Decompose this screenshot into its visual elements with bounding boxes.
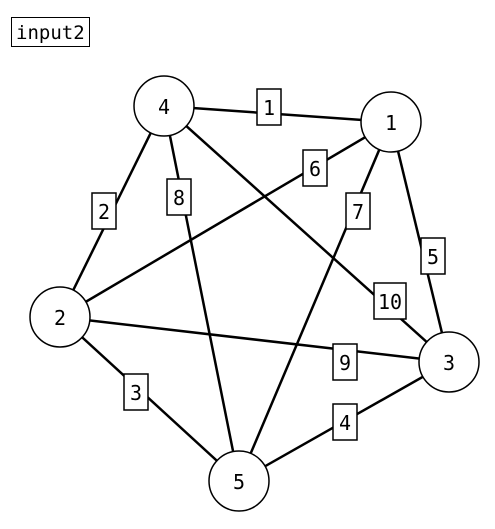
node-circle bbox=[208, 450, 270, 512]
node-2: 2 bbox=[29, 286, 91, 348]
edge-weight: 8 bbox=[166, 178, 192, 216]
node-circle bbox=[133, 75, 195, 137]
node-label: 5 bbox=[233, 470, 245, 494]
edge-weight-box bbox=[332, 403, 358, 441]
edge-n2-n3 bbox=[59, 315, 450, 364]
node-circle bbox=[29, 286, 91, 348]
node-label: 3 bbox=[443, 351, 455, 375]
edge-weight-label: 4 bbox=[339, 411, 351, 435]
edge-weight: 10 bbox=[373, 282, 407, 320]
edge-weight-label: 10 bbox=[378, 290, 402, 314]
weights-layer: 1 2 3 4 5 6 7 8 9 10 bbox=[91, 88, 446, 441]
node-label: 4 bbox=[158, 95, 170, 119]
edge-weight-label: 6 bbox=[309, 157, 321, 181]
edge-weight-label: 2 bbox=[98, 200, 110, 224]
edge-weight-label: 9 bbox=[339, 351, 351, 375]
edge-n1-n5 bbox=[237, 121, 393, 482]
node-circle bbox=[360, 91, 422, 153]
edge-weight: 7 bbox=[345, 192, 371, 230]
edge-weight-label: 5 bbox=[427, 245, 439, 269]
edge-weight-label: 8 bbox=[173, 186, 185, 210]
edge-weight: 4 bbox=[332, 403, 358, 441]
edge-weight: 6 bbox=[302, 149, 328, 187]
edge-n2-n5 bbox=[59, 316, 240, 482]
edge-weight-box bbox=[302, 149, 328, 187]
edge-weight-box bbox=[91, 192, 117, 230]
node-label: 1 bbox=[385, 111, 397, 135]
edge-weight-box bbox=[420, 237, 446, 275]
edge-n1-n2 bbox=[59, 120, 392, 319]
edge-weight-box bbox=[373, 282, 407, 320]
edge-n1-n3 bbox=[389, 121, 451, 363]
edge-weight: 2 bbox=[91, 192, 117, 230]
edge-weight-label: 1 bbox=[263, 96, 275, 120]
nodes-layer: 4 1 2 3 5 bbox=[29, 75, 480, 512]
edge-weight-label: 3 bbox=[130, 381, 142, 405]
diagram-title: input2 bbox=[11, 17, 90, 47]
edge-weight-box bbox=[166, 178, 192, 216]
edge-weight-box bbox=[345, 192, 371, 230]
edges-layer bbox=[58, 104, 451, 483]
edge-weight-box bbox=[123, 373, 149, 411]
edge-n4-n5 bbox=[162, 105, 241, 482]
node-label: 2 bbox=[54, 306, 66, 330]
node-3: 3 bbox=[418, 331, 480, 393]
node-circle bbox=[418, 331, 480, 393]
node-1: 1 bbox=[360, 91, 422, 153]
node-4: 4 bbox=[133, 75, 195, 137]
edge-weight-box bbox=[256, 88, 282, 126]
node-5: 5 bbox=[208, 450, 270, 512]
edge-weight-box bbox=[332, 343, 358, 381]
edge-weight: 5 bbox=[420, 237, 446, 275]
edge-weight: 9 bbox=[332, 343, 358, 381]
edge-weight: 1 bbox=[256, 88, 282, 126]
edge-weight-label: 7 bbox=[352, 200, 364, 224]
edge-weight: 3 bbox=[123, 373, 149, 411]
